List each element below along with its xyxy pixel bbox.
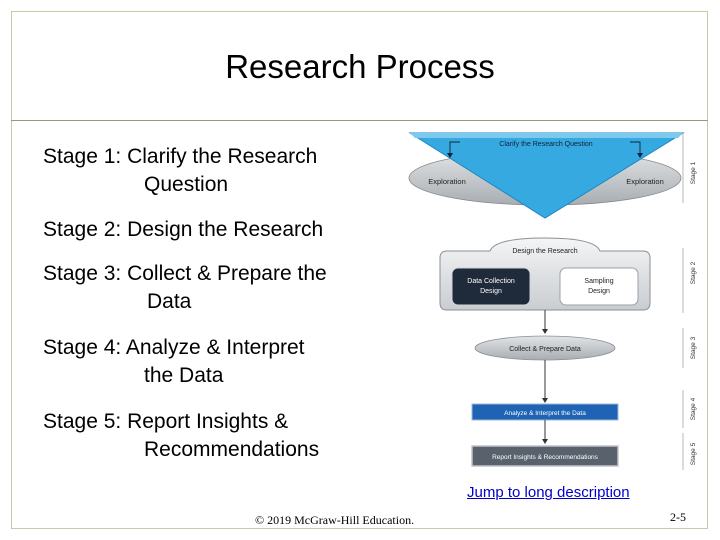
stage-5-text-cont: Recommendations: [144, 438, 320, 461]
stage-5-text: Report Insights &: [127, 410, 289, 433]
funnel-highlight: [410, 133, 683, 138]
stage-2-item: Stage 2: Design the Research: [43, 216, 323, 244]
exploration-right-label: Exploration: [626, 177, 664, 186]
stage-3-text: Collect & Prepare the: [127, 262, 327, 285]
connector-4-5-head: [542, 439, 548, 444]
stage-1-text-cont: Question: [144, 173, 229, 196]
stage-5-label: Stage 5:: [43, 410, 122, 433]
sampling-box: [559, 267, 639, 306]
diagram-stage-1-label: Stage 1: [690, 161, 697, 184]
stage-4-text-cont: the Data: [144, 364, 224, 387]
sampling-label-1: Sampling: [584, 278, 613, 285]
stage-5-item: Stage 5: Report Insights & Recommendatio…: [43, 408, 319, 464]
diagram-stage-4-label: Stage 4: [690, 397, 697, 420]
exploration-left-label: Exploration: [428, 177, 466, 186]
report-bar: [471, 445, 619, 467]
research-process-diagram: Exploration Exploration Clarify the Rese…: [408, 132, 697, 470]
design-label: Design the Research: [512, 248, 577, 255]
stage-3-label: Stage 3:: [43, 262, 122, 285]
sampling-label-2: Design: [588, 288, 610, 295]
slide-frame: [11, 11, 708, 529]
data-collection-label-2: Design: [480, 288, 502, 295]
data-collection-label-1: Data Collection: [467, 278, 515, 285]
stage-4-label: Stage 4:: [43, 336, 122, 359]
data-collection-box: [451, 267, 531, 306]
arrow-right-path: [630, 141, 641, 155]
stage-1-item: Stage 1: Clarify the Research Question: [43, 143, 317, 199]
arrow-left-path: [449, 141, 460, 155]
arrow-left-head: [447, 153, 453, 158]
title-area: [11, 11, 708, 121]
connector-2-3-head: [542, 329, 548, 334]
connector-3-4-head: [542, 398, 548, 403]
diagram-stage-2-label: Stage 2: [690, 261, 697, 284]
collect-label: Collect & Prepare Data: [509, 346, 581, 353]
clarify-label: Clarify the Research Question: [499, 141, 592, 148]
stage-3-item: Stage 3: Collect & Prepare the Data: [43, 260, 327, 316]
slide-title: Research Process: [225, 48, 495, 85]
diagram-stage-3-label: Stage 3: [690, 336, 697, 359]
long-description-link[interactable]: Jump to long description: [467, 484, 630, 501]
arrow-right-head: [637, 153, 643, 158]
report-label: Report Insights & Recommendations: [492, 454, 599, 461]
diagram-stage-5-label: Stage 5: [690, 442, 697, 465]
stage-1-text: Clarify the Research: [127, 145, 318, 168]
stage-2-text: Design the Research: [127, 218, 324, 241]
stage-3-text-cont: Data: [147, 290, 192, 313]
analyze-label: Analyze & Interpret the Data: [504, 410, 586, 417]
copyright-notice: © 2019 McGraw-Hill Education.: [255, 513, 415, 527]
stage-1-label: Stage 1:: [43, 145, 122, 168]
page-number: 2-5: [670, 510, 686, 524]
stage-4-text: Analyze & Interpret: [125, 336, 305, 359]
stage-4-item: Stage 4: Analyze & Interpret the Data: [43, 334, 305, 390]
stage-2-label: Stage 2:: [43, 218, 122, 241]
